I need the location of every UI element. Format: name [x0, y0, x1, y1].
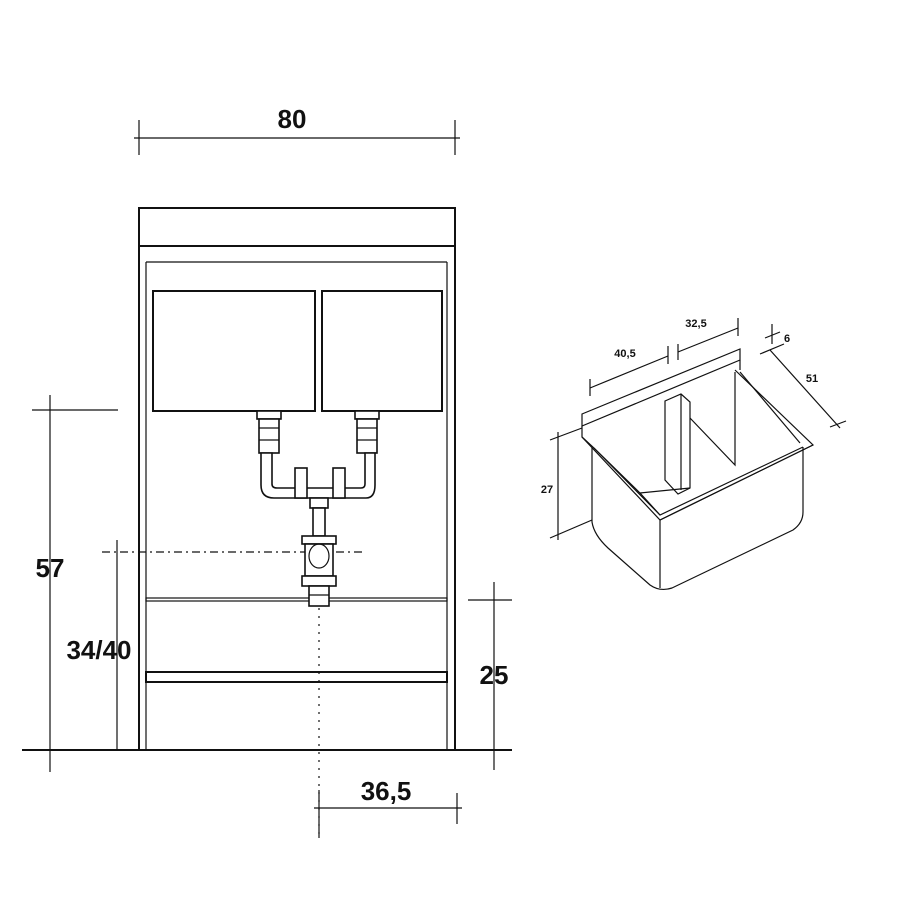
right-bowl: [321, 290, 443, 412]
dimension-height: 57: [32, 395, 118, 772]
dimension-drain-height: 34/40: [66, 540, 132, 750]
dimension-width: 80: [134, 104, 460, 155]
left-bowl: [152, 290, 316, 412]
worktop: [138, 207, 456, 247]
sink-isometric-view: [581, 348, 815, 591]
cabinet-front-view: [22, 207, 512, 838]
sink-dimension-left-bowl: 40,5: [589, 346, 669, 396]
shelf-height-label: 25: [480, 660, 509, 690]
bottom-shelf: [145, 671, 448, 683]
depth-label: 51: [806, 373, 818, 385]
right-bowl-label: 32,5: [685, 318, 706, 330]
dimension-shelf-height: 25: [468, 582, 512, 770]
sink-dimension-right-bowl: 32,5: [677, 318, 739, 360]
left-bowl-label: 40,5: [614, 348, 635, 360]
drain-offset-label: 36,5: [361, 776, 412, 806]
sink-dimension-rim: 6: [759, 324, 790, 355]
sink-height-label: 27: [541, 484, 553, 496]
sink-dimension-depth: 51: [769, 349, 847, 429]
sink-dimension-height: 27: [541, 427, 593, 540]
width-label: 80: [278, 104, 307, 134]
drain-height-label: 34/40: [66, 635, 131, 665]
rim-label: 6: [784, 333, 790, 345]
height-label: 57: [36, 553, 65, 583]
middle-shelf: [145, 597, 448, 602]
drain-plumbing: [256, 410, 380, 607]
dimension-drain-offset: 36,5: [314, 776, 462, 838]
